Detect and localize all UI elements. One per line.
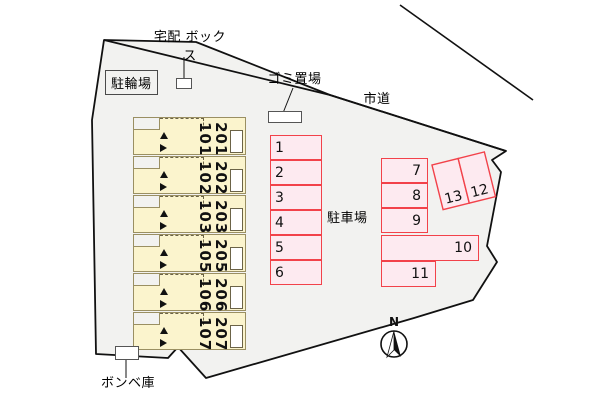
- unit-upper-number: 207: [212, 317, 230, 352]
- delivery-box-label: 宅配 ボックス: [153, 30, 227, 64]
- stair-marker[interactable]: [230, 325, 243, 348]
- entry-arrow-right: [160, 144, 167, 152]
- entry-arrow-right: [160, 300, 167, 308]
- unit-lower-number: 105: [196, 239, 214, 274]
- entry-arrow-right: [160, 183, 167, 191]
- stall-number: 6: [275, 264, 284, 281]
- road-label: 市道: [363, 92, 391, 107]
- garbage-leader: [282, 87, 294, 114]
- stall-number: 5: [275, 239, 284, 256]
- stair-marker[interactable]: [230, 286, 243, 309]
- entry-arrow-right: [160, 222, 167, 230]
- parking-stall-8[interactable]: 8: [381, 183, 428, 208]
- parking-stall-3[interactable]: 3: [270, 185, 322, 210]
- unit-upper-number: 203: [212, 200, 230, 235]
- unit-block-5[interactable]: 206 106: [133, 273, 246, 313]
- parking-lot-label: 駐車場: [327, 211, 368, 226]
- stall-number: 7: [412, 162, 421, 179]
- entry-arrow-up: [160, 132, 168, 139]
- cylinder-storage-icon[interactable]: [115, 346, 139, 360]
- delivery-box-icon[interactable]: [176, 78, 192, 89]
- stall-number: 10: [454, 240, 472, 256]
- stall-number: 2: [275, 164, 284, 181]
- stall-12-shape[interactable]: [457, 151, 497, 204]
- unit-upper-number: 206: [212, 278, 230, 313]
- unit-block-6[interactable]: 207 107: [133, 312, 246, 352]
- balcony-line: [160, 118, 204, 130]
- unit-block-2[interactable]: 202 102: [133, 156, 246, 196]
- road-upper-boundary: [399, 4, 534, 101]
- cylinder-storage-label: ボンベ庫: [100, 376, 155, 391]
- stall-number: 1: [275, 139, 284, 156]
- stall-number: 9: [412, 212, 421, 229]
- balcony-line: [160, 157, 204, 169]
- parking-stall-5[interactable]: 5: [270, 235, 322, 260]
- parking-stall-2[interactable]: 2: [270, 160, 322, 185]
- entry-arrow-up: [160, 210, 168, 217]
- balcony-line: [160, 196, 204, 208]
- unit-upper-number: 202: [212, 161, 230, 196]
- garbage-area-icon[interactable]: [268, 111, 302, 123]
- stall-12-label: 12: [469, 181, 490, 201]
- entry-arrow-right: [160, 261, 167, 269]
- parking-stall-10[interactable]: 10: [381, 235, 479, 261]
- parking-stall-1[interactable]: 1: [270, 135, 322, 160]
- road-lower-boundary: [103, 39, 507, 152]
- unit-notch: [134, 274, 160, 286]
- parking-stall-4[interactable]: 4: [270, 210, 322, 235]
- unit-lower-number: 106: [196, 278, 214, 313]
- stall-number: 4: [275, 214, 284, 231]
- parking-stall-11[interactable]: 11: [381, 261, 436, 287]
- unit-block-3[interactable]: 203 103: [133, 195, 246, 235]
- parking-stall-9[interactable]: 9: [381, 208, 428, 233]
- unit-notch: [134, 235, 160, 247]
- balcony-line: [160, 235, 204, 247]
- stair-marker[interactable]: [230, 130, 243, 153]
- balcony-line: [160, 313, 204, 325]
- parking-stall-7[interactable]: 7: [381, 158, 428, 183]
- unit-lower-number: 102: [196, 161, 214, 196]
- garbage-area-label: ゴミ置場: [267, 72, 322, 87]
- unit-notch: [134, 157, 160, 169]
- compass-north-label: N: [389, 315, 400, 329]
- compass-icon: [380, 330, 408, 359]
- unit-notch: [134, 313, 160, 325]
- entry-arrow-up: [160, 249, 168, 256]
- stair-marker[interactable]: [230, 247, 243, 270]
- unit-notch: [134, 196, 160, 208]
- entry-arrow-up: [160, 327, 168, 334]
- unit-upper-number: 205: [212, 239, 230, 274]
- bicycle-parking-label: 駐輪場: [105, 70, 158, 95]
- entry-arrow-up: [160, 288, 168, 295]
- unit-block-1[interactable]: 201 101: [133, 117, 246, 157]
- stall-number: 11: [411, 266, 429, 282]
- stall-number: 8: [412, 187, 421, 204]
- stall-number: 3: [275, 189, 284, 206]
- stair-marker[interactable]: [230, 169, 243, 192]
- entry-arrow-right: [160, 339, 167, 347]
- unit-lower-number: 101: [196, 122, 214, 157]
- parking-stall-6[interactable]: 6: [270, 260, 322, 285]
- unit-notch: [134, 118, 160, 130]
- stall-13-label: 13: [443, 188, 464, 208]
- unit-lower-number: 103: [196, 200, 214, 235]
- entry-arrow-up: [160, 171, 168, 178]
- unit-lower-number: 107: [196, 317, 214, 352]
- unit-upper-number: 201: [212, 122, 230, 157]
- angled-stall-group: 13 12: [431, 151, 497, 211]
- unit-block-4[interactable]: 205 105: [133, 234, 246, 274]
- stair-marker[interactable]: [230, 208, 243, 231]
- balcony-line: [160, 274, 204, 286]
